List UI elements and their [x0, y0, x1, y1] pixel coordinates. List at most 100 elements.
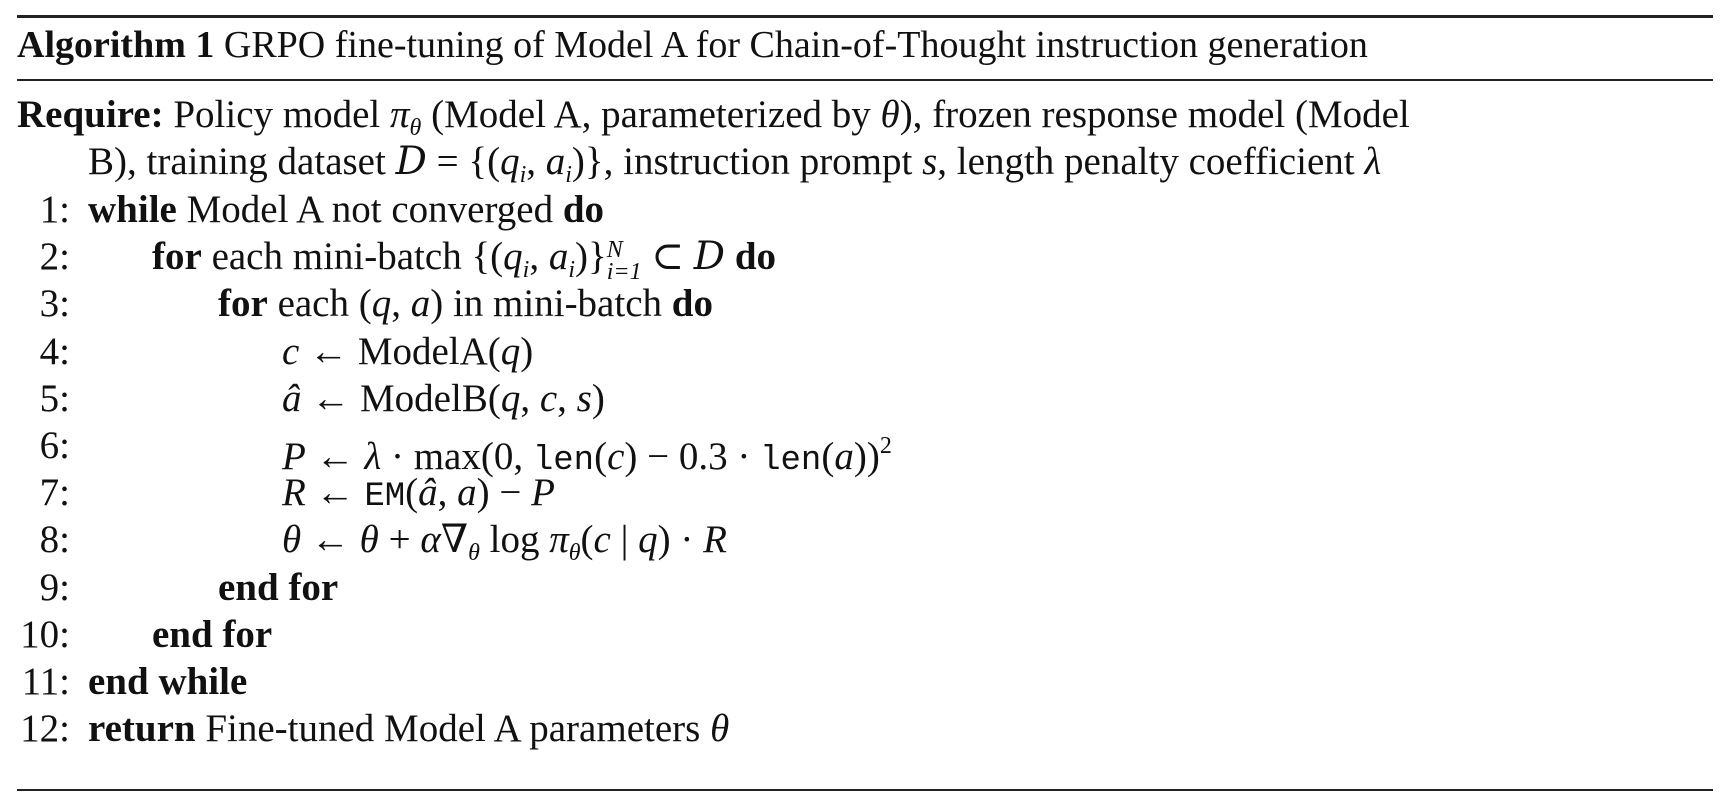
keyword: Require: — [17, 93, 164, 136]
keyword: while — [88, 188, 177, 231]
text-segment: each mini-batch {( — [201, 235, 504, 279]
math-symbol: c — [593, 518, 611, 562]
text-segment: ← ModelB( — [301, 376, 501, 420]
math-symbol: q — [500, 329, 521, 373]
text-segment: )} — [575, 235, 607, 279]
text-segment: EM — [364, 478, 406, 517]
text-segment: , — [529, 235, 549, 279]
line-content: end while — [88, 659, 247, 705]
keyword: end while — [88, 660, 248, 703]
text-segment: = {( — [426, 140, 501, 183]
line-content: P ← λ · max(0, len(c) − 0.3 · len(a))2 — [282, 423, 892, 484]
math-symbol: q — [503, 235, 523, 279]
keyword: do — [562, 188, 605, 231]
text-segment: ) · — [657, 518, 704, 562]
math-symbol: D — [693, 234, 726, 280]
math-symbol: θ — [409, 115, 422, 141]
text-segment: , — [391, 282, 411, 326]
line-content: for each (q, a) in mini-batch do — [218, 281, 713, 327]
text-segment: ) — [591, 376, 605, 420]
line-content: end for — [152, 612, 272, 658]
keyword: end for — [152, 612, 273, 656]
line-number: 9: — [39, 565, 70, 609]
line-content: θ ← θ + α∇θ log πθ(c | q) · R — [282, 517, 727, 576]
keyword: end for — [218, 565, 339, 609]
text-segment: , — [526, 140, 546, 183]
keyword: Algorithm 1 — [17, 24, 215, 66]
text-segment: ( — [580, 518, 594, 562]
text-segment: | — [610, 518, 639, 562]
top-rule — [17, 15, 1713, 18]
math-symbol: â — [418, 471, 438, 515]
text-segment: B), training dataset — [88, 140, 396, 183]
keyword: do — [671, 282, 713, 326]
text-segment: ) − 0.3 · — [624, 435, 761, 478]
math-symbol: s — [922, 140, 938, 183]
text-segment: , length penalty coefficient — [937, 140, 1365, 183]
math-symbol: P — [282, 435, 306, 478]
algorithm-caption: Algorithm 1 GRPO fine-tuning of Model A … — [17, 22, 1368, 68]
line-number: 10: — [20, 612, 70, 656]
text-segment: )) — [853, 435, 880, 478]
math-symbol: θ — [880, 93, 900, 136]
text-segment: ( — [405, 471, 419, 515]
math-symbol: π — [390, 93, 410, 136]
math-symbol: c — [282, 329, 300, 373]
line-content: end for — [218, 565, 338, 611]
line-content: return Fine-tuned Model A parameters θ — [88, 706, 729, 752]
bottom-rule — [17, 789, 1713, 791]
text-segment: , — [520, 376, 540, 420]
keyword: do — [734, 235, 777, 279]
text-segment: len — [532, 442, 595, 480]
math-symbol: λ — [1364, 140, 1382, 183]
math-symbol: i — [522, 257, 530, 284]
math-symbol: s — [576, 376, 592, 420]
line-number: 11: — [21, 660, 70, 703]
line-content: c ← ModelA(q) — [282, 329, 533, 375]
text-segment: , — [557, 376, 577, 420]
text-segment: + — [378, 518, 421, 562]
line-number: 7: — [39, 471, 70, 515]
math-symbol: θ — [710, 707, 730, 751]
text-segment: ) − — [476, 471, 532, 515]
text-segment: GRPO fine-tuning of Model A for Chain-of… — [214, 24, 1368, 66]
text-segment: ( — [594, 435, 608, 478]
line-number: 1: — [39, 188, 70, 231]
math-symbol: a — [548, 235, 569, 279]
text-segment: Model A not converged — [176, 188, 563, 231]
math-symbol: θ — [359, 518, 379, 562]
text-segment: ⊂ — [641, 235, 694, 279]
math-symbol: i — [565, 162, 572, 188]
line-number: 8: — [39, 518, 70, 562]
math-symbol: θ — [282, 518, 302, 562]
text-segment: ← ModelA( — [299, 329, 501, 373]
math-symbol: λ — [364, 435, 382, 478]
math-symbol: π — [549, 518, 569, 562]
line-number: 6: — [39, 424, 70, 467]
text-segment: )}, instruction prompt — [571, 140, 923, 183]
line-number: 2: — [39, 235, 70, 279]
math-symbol: R — [282, 471, 306, 515]
line-number: 3: — [39, 282, 70, 326]
line-content: while Model A not converged do — [88, 187, 604, 233]
line-number: 5: — [39, 376, 70, 420]
keyword: for — [152, 235, 202, 279]
math-symbol: c — [539, 376, 558, 420]
math-symbol: c — [607, 435, 625, 478]
text-segment: , — [437, 471, 458, 515]
text-segment: ), frozen response model (Model — [899, 93, 1410, 136]
math-symbol: R — [703, 518, 727, 562]
caption-rule — [17, 79, 1713, 81]
math-symbol: i — [519, 162, 527, 188]
text-segment: ) in mini-batch — [430, 282, 672, 326]
math-symbol: θ — [468, 540, 480, 567]
math-symbol: a — [545, 140, 566, 183]
math-symbol: a — [457, 471, 477, 515]
text-segment: ( — [821, 435, 835, 478]
math-symbol: i — [568, 257, 575, 284]
math-symbol: q — [638, 518, 658, 562]
text-segment: ) — [520, 329, 534, 373]
math-symbol: 2 — [879, 433, 892, 459]
